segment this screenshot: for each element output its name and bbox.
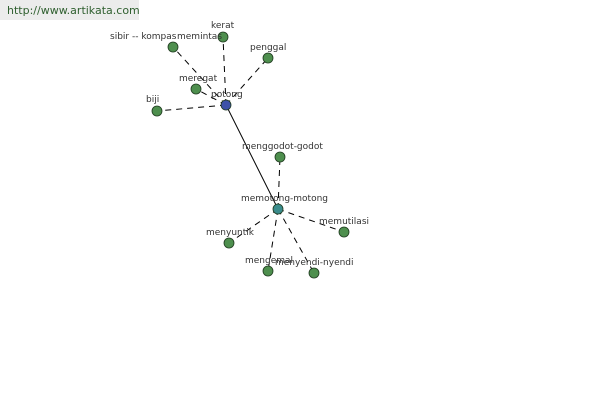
node-menggodot[interactable]: [274, 151, 286, 163]
node-penggal[interactable]: [262, 52, 274, 64]
node-label-potong[interactable]: potong: [211, 90, 243, 100]
node-meregat[interactable]: [190, 83, 202, 95]
edge-memotong-menyuntik: [228, 208, 279, 244]
node-kerat[interactable]: [217, 31, 229, 43]
node-label-memotong[interactable]: memotong-motong: [241, 194, 328, 204]
node-label-mengemal[interactable]: mengemal: [245, 256, 293, 266]
node-label-penggal[interactable]: penggal: [250, 43, 286, 53]
node-label-menyendi[interactable]: menyendi-nyendi: [275, 258, 354, 268]
edge-layer: [156, 36, 345, 274]
edge-memotong-menyendi: [277, 208, 315, 274]
node-label-sibir[interactable]: sibir -- kompas: [110, 32, 177, 42]
edge-potong-biji: [156, 104, 227, 112]
node-label-meregat[interactable]: meregat: [179, 74, 218, 84]
edge-memotong-menggodot: [277, 156, 281, 210]
node-layer: [151, 31, 350, 279]
node-memotong[interactable]: [272, 203, 284, 215]
url-link[interactable]: http://www.artikata.com: [7, 4, 140, 17]
node-label-biji[interactable]: biji: [146, 95, 159, 105]
node-potong[interactable]: [220, 99, 232, 111]
edge-potong-kerat: [222, 36, 227, 106]
node-label-memutilasi[interactable]: memutilasi: [319, 217, 369, 227]
edge-potong-sibir: [172, 46, 227, 106]
node-menyendi[interactable]: [308, 267, 320, 279]
node-biji[interactable]: [151, 105, 163, 117]
edge-potong-memotong: [225, 104, 279, 210]
node-memutilasi[interactable]: [338, 226, 350, 238]
node-menyuntik[interactable]: [223, 237, 235, 249]
edge-memotong-memutilasi: [277, 208, 345, 233]
url-banner: http://www.artikata.com: [0, 0, 140, 20]
node-label-memintas[interactable]: memintas: [177, 32, 222, 42]
node-label-menyuntik[interactable]: menyuntik: [206, 228, 255, 238]
node-mengemal[interactable]: [262, 265, 274, 277]
edge-potong-meregat: [195, 88, 227, 106]
node-label-menggodot[interactable]: menggodot-godot: [242, 142, 323, 152]
node-sibir[interactable]: [167, 41, 179, 53]
node-label-kerat[interactable]: kerat: [211, 21, 235, 31]
